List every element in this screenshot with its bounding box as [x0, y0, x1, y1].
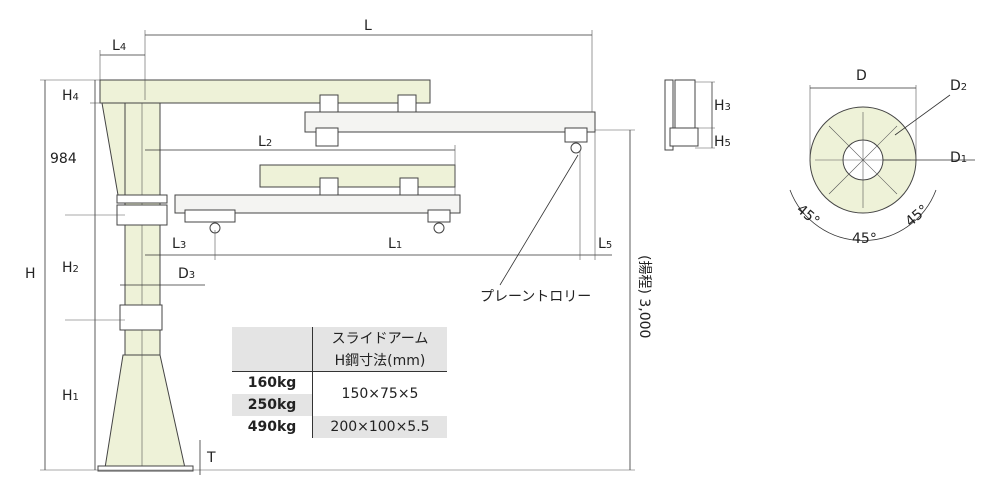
dim-H5: H5: [714, 134, 731, 150]
dim-H3: H3: [714, 98, 731, 114]
dimension-lines: [40, 30, 635, 475]
dim-H2: H2: [62, 260, 79, 276]
dim-D2: D2: [950, 78, 967, 94]
header-slide-arm: スライドアーム: [312, 327, 447, 349]
dim-984: 984: [50, 151, 77, 167]
lower-slide-arm: [174, 194, 461, 234]
table-row: 160kg 150×75×5: [232, 371, 447, 416]
dim-H: H: [25, 266, 36, 282]
table-row: 490kg 200×100×5.5: [232, 416, 447, 438]
dim-L5: L5: [598, 236, 612, 252]
dim-H1: H1: [62, 388, 79, 404]
dim-L: L: [364, 18, 372, 34]
dim-L3: L3: [172, 236, 186, 252]
dim-L4: L4: [112, 38, 126, 54]
angle-bottom: 45°: [852, 231, 877, 247]
dim-D1: D1: [950, 150, 967, 166]
dim-T: T: [206, 450, 216, 466]
dim-D: D: [856, 68, 867, 84]
arm-size-table: スライドアーム H鋼寸法(mm) 160kg 150×75×5 250kg 49…: [232, 327, 447, 438]
table-row: 250kg: [232, 394, 447, 416]
trolley-callout: プレーントロリー: [480, 289, 591, 305]
column: [97, 99, 194, 472]
lift-height-label: (揚程) 3,000: [636, 255, 653, 338]
dim-L2: L2: [258, 134, 272, 150]
dim-L1: L1: [388, 236, 402, 252]
header-h-beam-size: H鋼寸法(mm): [312, 349, 447, 372]
dim-H4: H4: [62, 88, 79, 104]
table-header-row: スライドアーム: [232, 327, 447, 349]
upper-slide-arm: [304, 111, 596, 154]
side-view: [664, 79, 715, 151]
base-plate-plan: [789, 85, 975, 241]
dim-D3: D3: [178, 266, 195, 282]
